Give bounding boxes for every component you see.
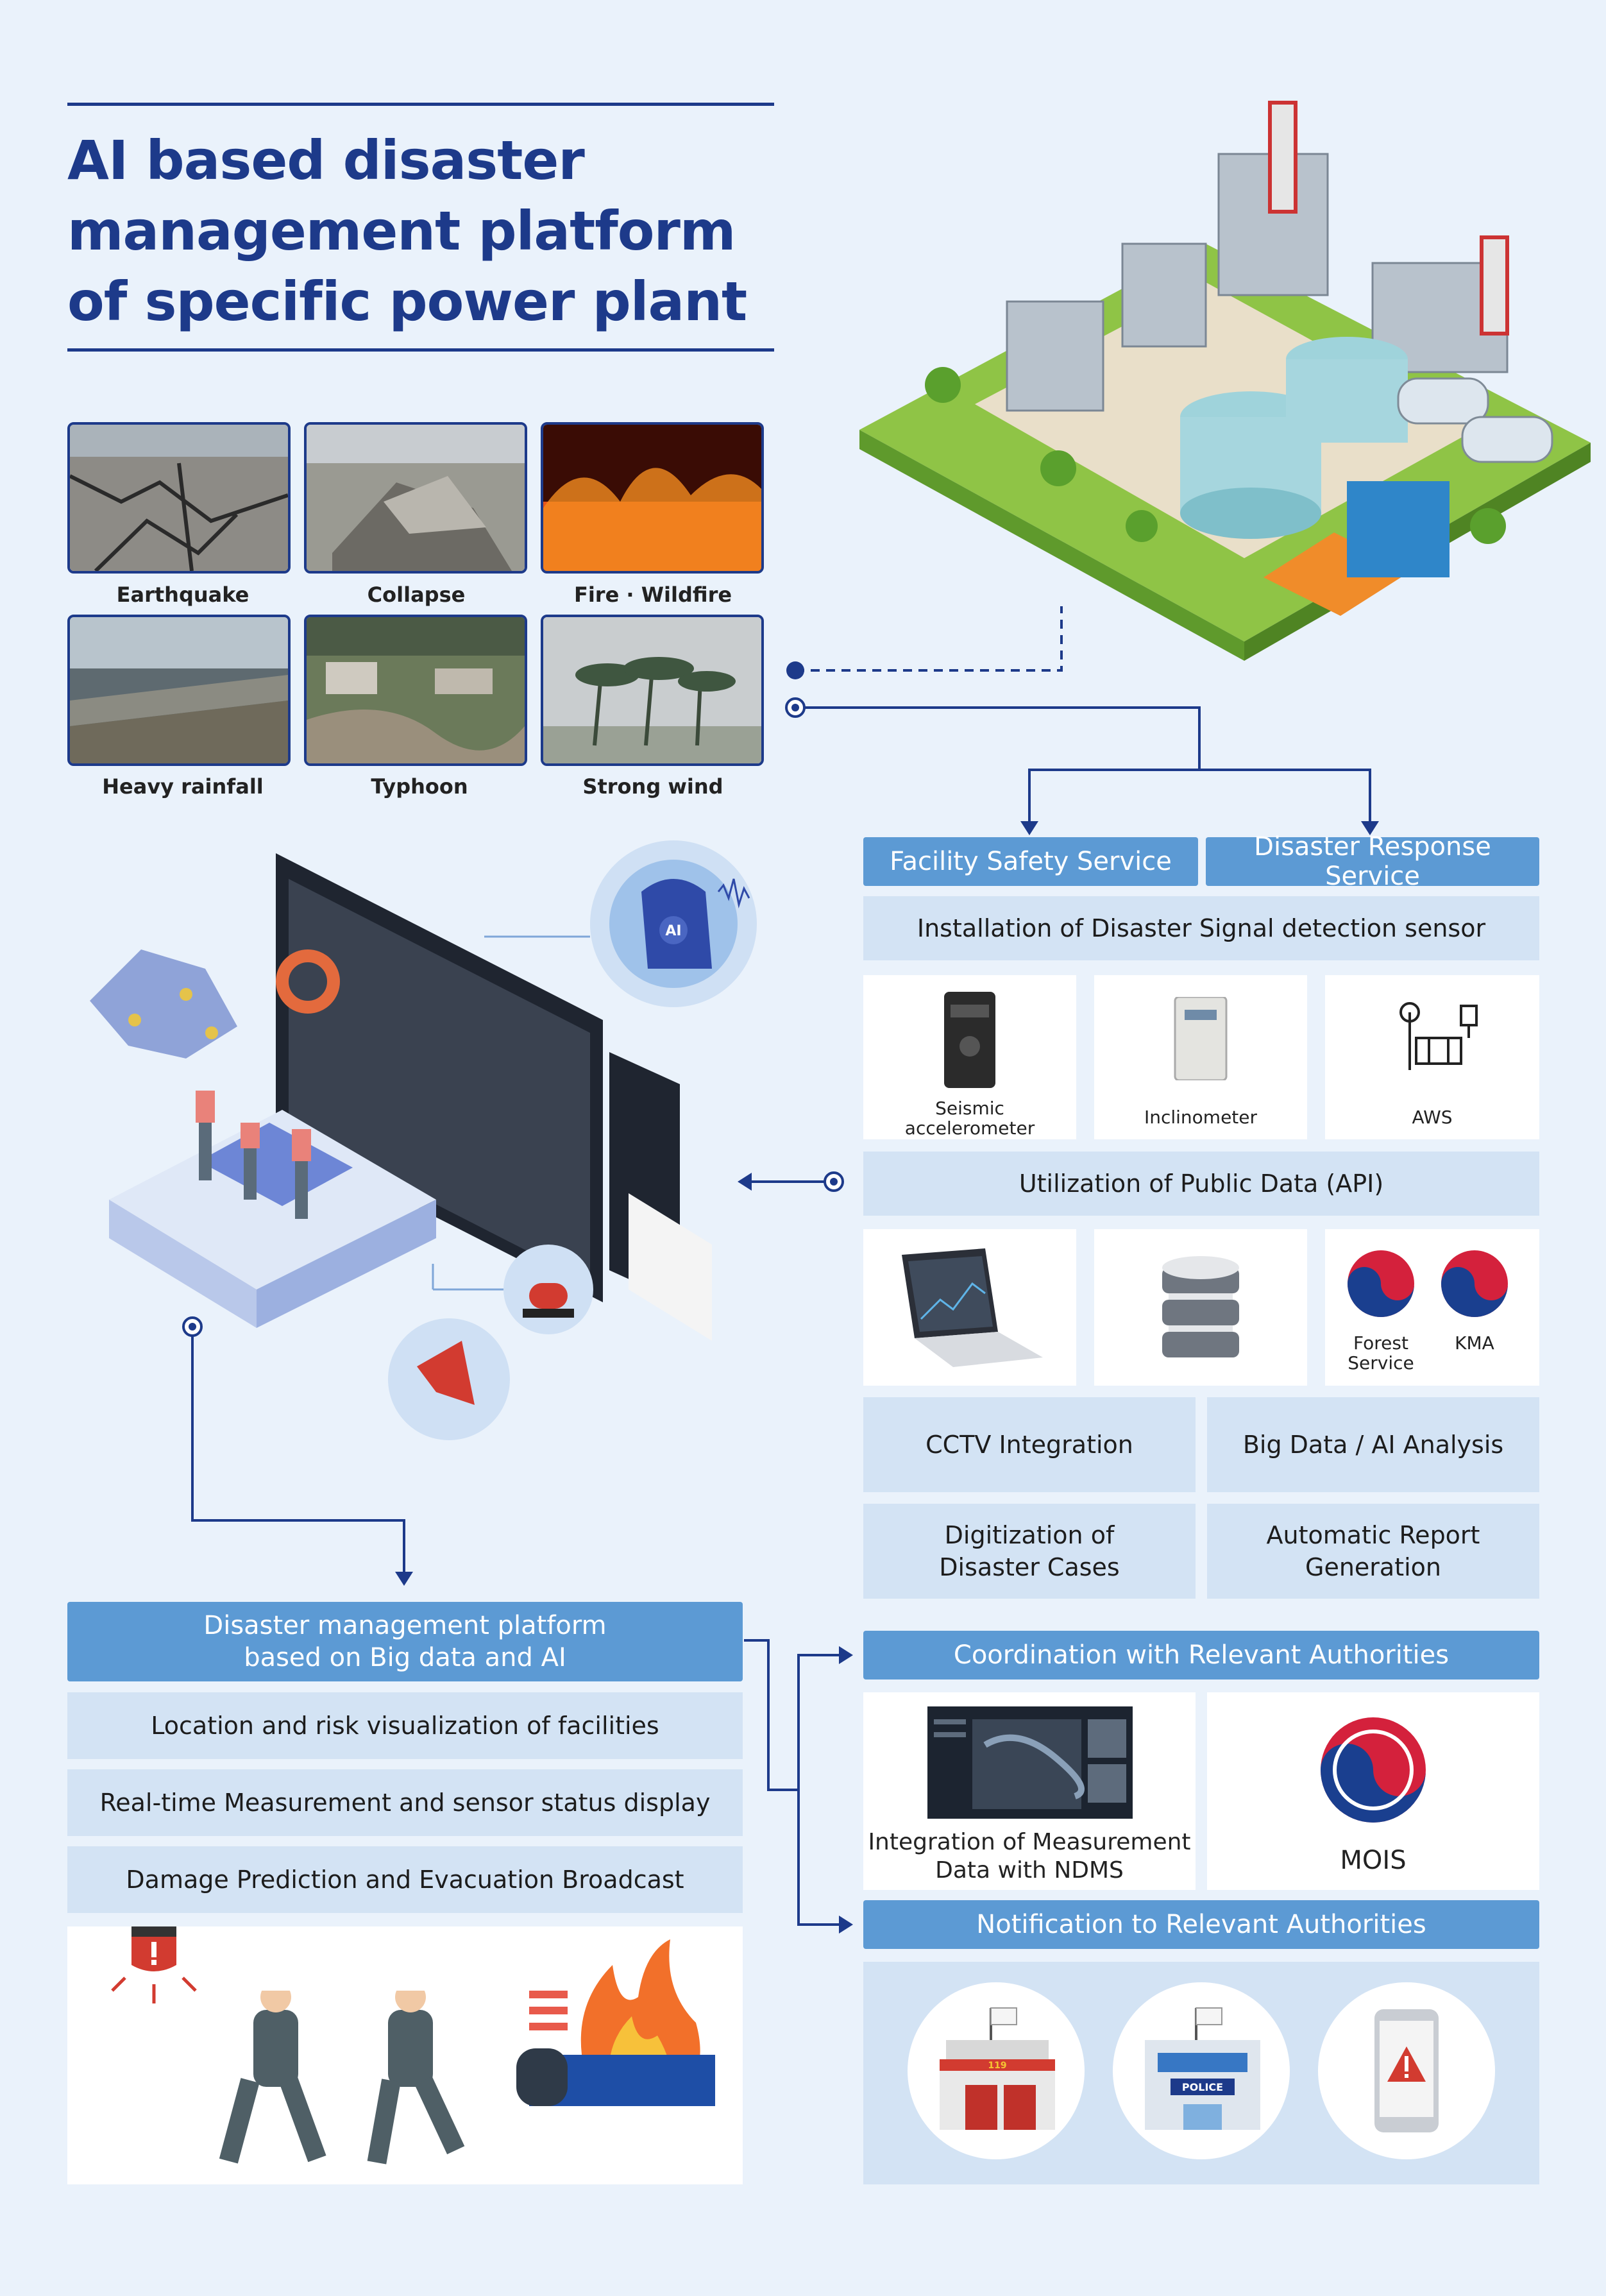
ndms-card: Integration of Measurement Data with NDM… — [863, 1692, 1196, 1890]
sensor-label-seismic: Seismic accelerometer — [904, 1098, 1035, 1139]
mois-card: MOIS — [1207, 1692, 1539, 1890]
sensor-label-aws: AWS — [1412, 1107, 1453, 1128]
disaster-label-rainfall: Heavy rainfall — [102, 774, 264, 799]
disaster-label-wind: Strong wind — [582, 774, 723, 799]
fire-station-circle: 119 — [908, 1982, 1085, 2159]
fire-station-sign: 119 — [988, 2061, 1006, 2071]
mobile-alert-icon — [1374, 2009, 1439, 2132]
public-card-database — [1094, 1229, 1307, 1386]
ndms-dashboard-thumbnail — [927, 1706, 1133, 1819]
ai-label: AI — [665, 923, 681, 939]
earthquake-photo — [67, 422, 291, 574]
sensor-card-aws: AWS — [1325, 975, 1539, 1139]
page-title: AI based disaster management platform of… — [67, 129, 747, 333]
disaster-label-collapse: Collapse — [367, 583, 466, 607]
collapse-photo — [304, 422, 527, 574]
burning-building-illustration — [516, 1939, 715, 2106]
database-icon — [1162, 1256, 1239, 1357]
mois-label: MOIS — [1340, 1846, 1407, 1875]
strong-wind-photo — [541, 615, 764, 766]
fire-station-icon: 119 — [940, 2007, 1055, 2130]
mobile-alert-circle — [1318, 1982, 1495, 2159]
kma-label: KMA — [1455, 1332, 1494, 1354]
facility-safety-service: Facility Safety Service — [863, 837, 1198, 886]
evacuating-workers-illustration — [219, 1978, 465, 2164]
sensor-label-inclinometer: Inclinometer — [1144, 1107, 1258, 1128]
title-rule-bottom — [67, 348, 774, 352]
mois-emblem-icon — [1321, 1717, 1426, 1823]
automatic-report-generation: Automatic Report Generation — [1207, 1504, 1539, 1599]
heavy-rainfall-photo — [67, 615, 291, 766]
public-data-bar: Utilization of Public Data (API) — [863, 1152, 1539, 1216]
platform-heading: Disaster management platform based on Bi… — [67, 1602, 743, 1681]
control-room-illustration: AI — [90, 840, 757, 1440]
seismic-sensor-icon — [944, 992, 995, 1088]
bigdata-ai-analysis: Big Data / AI Analysis — [1207, 1397, 1539, 1492]
platform-feature-location: Location and risk visualization of facil… — [67, 1692, 743, 1759]
disaster-label-typhoon: Typhoon — [371, 774, 468, 799]
notification-heading: Notification to Relevant Authorities — [863, 1900, 1539, 1949]
sensor-installation-bar: Installation of Disaster Signal detectio… — [863, 896, 1539, 960]
police-station-sign: POLICE — [1182, 2081, 1223, 2093]
alarm-icon — [111, 1926, 197, 2003]
public-card-laptop — [863, 1229, 1076, 1386]
forest-service-emblem-icon — [1348, 1250, 1414, 1317]
laptop-icon — [902, 1248, 1043, 1367]
fire-photo — [541, 422, 764, 574]
coordination-heading: Coordination with Relevant Authorities — [863, 1631, 1539, 1679]
sensor-card-seismic: Seismic accelerometer — [863, 975, 1076, 1139]
inclinometer-icon — [1174, 997, 1228, 1080]
sensor-card-inclinometer: Inclinometer — [1094, 975, 1307, 1139]
typhoon-photo — [304, 615, 527, 766]
title-rule-top — [67, 103, 774, 106]
weather-station-icon — [1399, 1002, 1478, 1070]
evacuation-illustration — [67, 1926, 743, 2184]
platform-feature-realtime: Real-time Measurement and sensor status … — [67, 1769, 743, 1836]
kma-emblem-icon — [1441, 1250, 1508, 1317]
disaster-label-earthquake: Earthquake — [116, 583, 249, 607]
digitization-of-cases: Digitization of Disaster Cases — [863, 1504, 1196, 1599]
power-plant-illustration — [859, 101, 1591, 661]
disaster-label-fire: Fire · Wildfire — [573, 583, 732, 607]
police-station-circle: POLICE — [1113, 1982, 1290, 2159]
public-card-agencies: Forest Service KMA — [1325, 1229, 1539, 1386]
disaster-response-service: Disaster Response Service — [1206, 832, 1539, 891]
cctv-integration: CCTV Integration — [863, 1397, 1196, 1492]
forest-service-label: Forest Service — [1348, 1332, 1414, 1373]
police-station-icon: POLICE — [1145, 2007, 1260, 2130]
ndms-label: Integration of Measurement Data with NDM… — [868, 1829, 1191, 1884]
platform-feature-damage: Damage Prediction and Evacuation Broadca… — [67, 1846, 743, 1913]
